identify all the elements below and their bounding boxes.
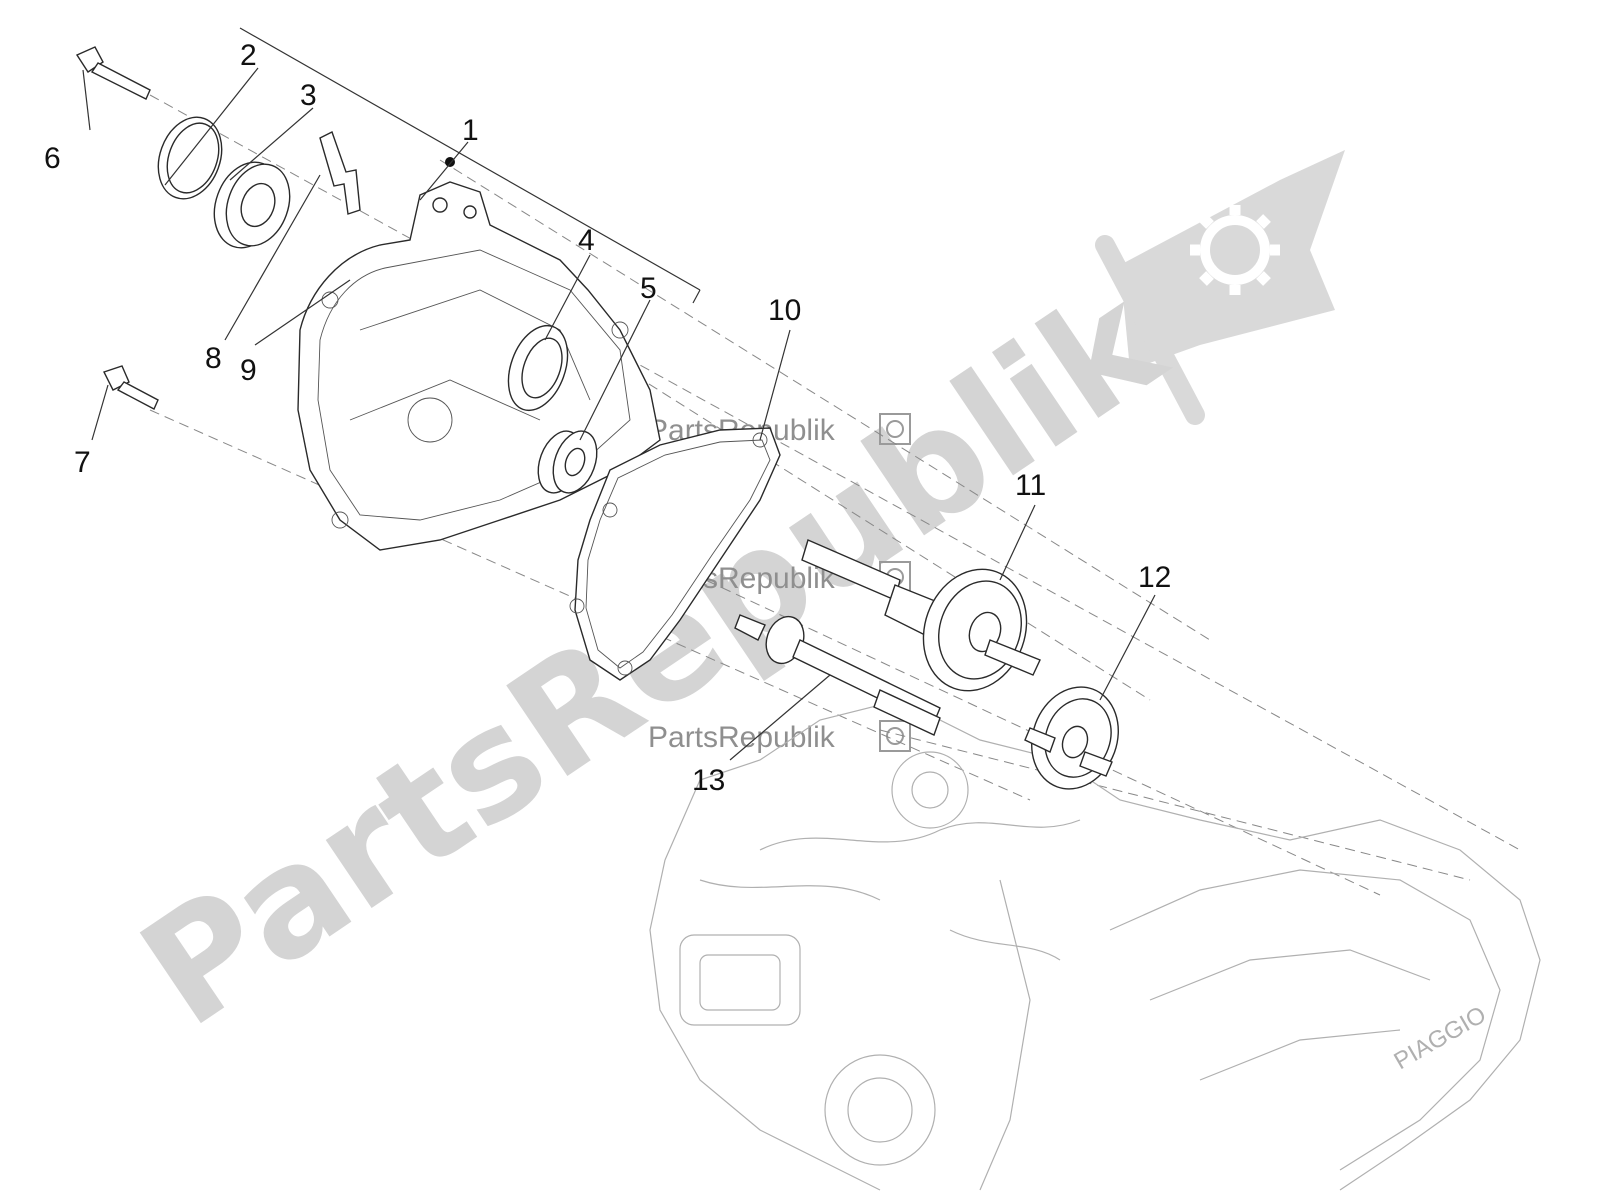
group-bracket bbox=[239, 27, 701, 304]
callout-labels: 1 2 3 4 5 6 7 8 9 10 11 12 13 bbox=[44, 39, 1171, 797]
part-5-bearing bbox=[537, 430, 598, 494]
watermark: PartsRepublik PartsRepublik PartsRepubli… bbox=[112, 150, 1345, 1061]
callout-13: 13 bbox=[692, 764, 725, 797]
part-6-bolt bbox=[75, 46, 151, 100]
part-8-pipe bbox=[319, 131, 361, 215]
part-3-bearing bbox=[213, 161, 291, 249]
leader-lines bbox=[82, 67, 1156, 761]
watermark-small-text-3: PartsRepublik bbox=[648, 721, 836, 754]
part-13-drive-shaft bbox=[734, 614, 941, 736]
callout-11: 11 bbox=[1015, 469, 1046, 502]
callout-2: 2 bbox=[240, 39, 257, 72]
callout-12: 12 bbox=[1138, 561, 1171, 594]
part-7-bolt bbox=[103, 365, 159, 410]
part-12-gear bbox=[1024, 686, 1119, 790]
callout-8: 8 bbox=[205, 342, 222, 375]
callout-9: 9 bbox=[240, 354, 257, 387]
callout-6: 6 bbox=[44, 142, 61, 175]
callout-5: 5 bbox=[640, 272, 657, 305]
part-4-oil-seal bbox=[507, 324, 569, 412]
assembly-axis-lines bbox=[149, 94, 1521, 896]
gear-flag-icon bbox=[1095, 150, 1345, 425]
part-11-gear-shaft bbox=[801, 539, 1041, 692]
callout-10: 10 bbox=[768, 294, 801, 327]
part-10-gasket bbox=[569, 427, 781, 681]
part-2-circlip bbox=[157, 116, 223, 200]
callout-3: 3 bbox=[300, 79, 317, 112]
callout-7: 7 bbox=[74, 446, 91, 479]
callout-4: 4 bbox=[578, 224, 595, 257]
callout-1: 1 bbox=[462, 114, 479, 147]
